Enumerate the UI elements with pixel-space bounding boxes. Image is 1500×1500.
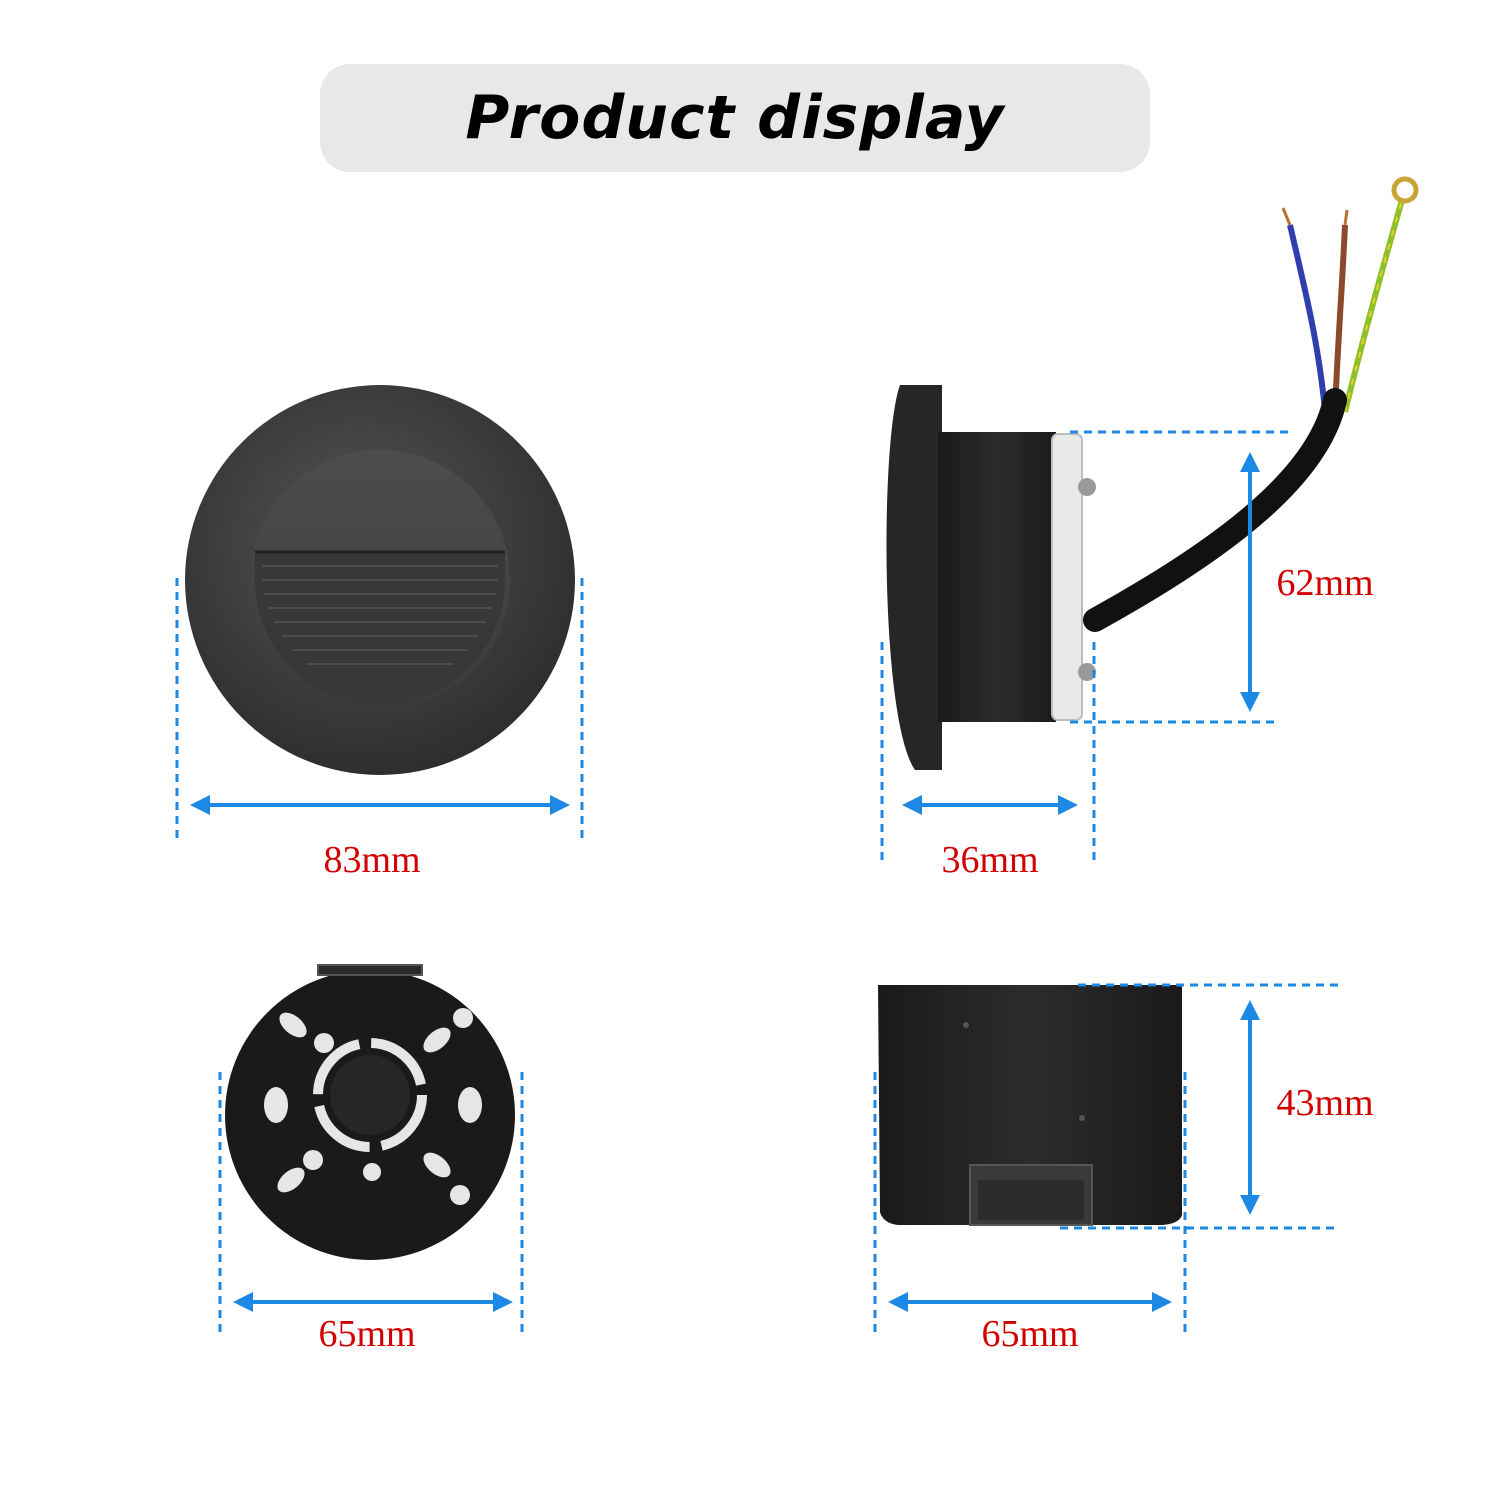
title-banner: Product display bbox=[320, 64, 1150, 172]
box-width-label: 65mm bbox=[981, 1313, 1078, 1355]
back-view bbox=[225, 964, 515, 1260]
ring-terminal bbox=[1391, 176, 1419, 204]
front-light-window bbox=[255, 552, 505, 705]
front-width-dimension bbox=[175, 578, 584, 840]
front-width-label: 83mm bbox=[323, 839, 420, 881]
box-height-label: 43mm bbox=[1276, 1082, 1373, 1124]
page-title: Product display bbox=[465, 83, 1005, 153]
back-mount-holes bbox=[264, 1008, 482, 1205]
back-width-dimension bbox=[218, 1072, 524, 1338]
side-height-dimension bbox=[1070, 430, 1290, 724]
box-height-dimension bbox=[1060, 983, 1340, 1230]
wire-brown bbox=[1332, 224, 1348, 411]
box-width-dimension bbox=[873, 1072, 1187, 1338]
side-body bbox=[938, 432, 1056, 722]
side-depth-label: 36mm bbox=[941, 839, 1038, 881]
front-view bbox=[185, 385, 575, 775]
side-depth-dimension bbox=[880, 642, 1096, 865]
power-cable bbox=[1083, 388, 1347, 632]
wire-blue bbox=[1287, 224, 1328, 411]
side-height-label: 62mm bbox=[1276, 562, 1373, 604]
side-end-cap bbox=[1051, 433, 1083, 721]
side-view bbox=[886, 176, 1419, 770]
box-body bbox=[878, 985, 1182, 1225]
back-width-label: 65mm bbox=[318, 1313, 415, 1355]
mounting-box bbox=[878, 985, 1182, 1226]
front-louver-lines bbox=[262, 565, 498, 665]
back-center-ring bbox=[313, 1038, 427, 1152]
side-flange bbox=[886, 385, 942, 770]
